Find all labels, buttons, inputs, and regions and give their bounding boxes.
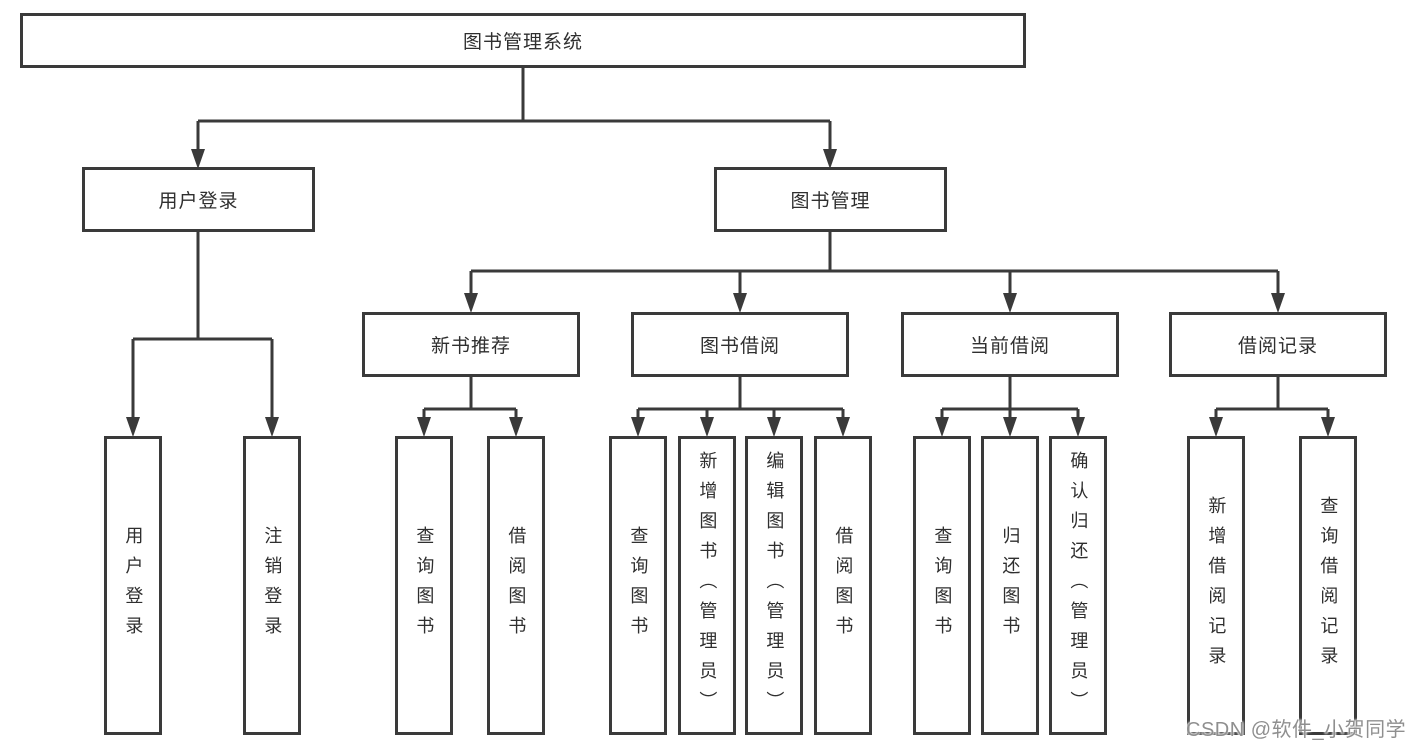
- leaf-label: 查询图书: [628, 525, 649, 646]
- node-borrowing-records: 借阅记录: [1169, 312, 1387, 377]
- node-new-book-recommendation: 新书推荐: [362, 312, 580, 377]
- leaf-query-books-current: 查询图书: [913, 436, 971, 735]
- leaf-label: 用户登录: [123, 525, 144, 646]
- leaf-label: 查询借阅记录: [1318, 495, 1339, 676]
- leaf-query-books-recommend: 查询图书: [395, 436, 453, 735]
- leaf-query-borrow-record: 查询借阅记录: [1299, 436, 1357, 735]
- csdn-watermark: CSDN @软件_小贺同学: [1186, 719, 1405, 741]
- node-book-borrowing: 图书借阅: [631, 312, 849, 377]
- leaf-confirm-return-admin: 确认归还（管理员）: [1049, 436, 1107, 735]
- leaf-borrow-books-borrowing: 借阅图书: [814, 436, 872, 735]
- leaf-edit-books-admin: 编辑图书（管理员）: [745, 436, 803, 735]
- node-book-management: 图书管理: [714, 167, 947, 232]
- node-user-login: 用户登录: [82, 167, 315, 232]
- leaf-borrow-books-recommend: 借阅图书: [487, 436, 545, 735]
- leaf-label: 注销登录: [262, 525, 283, 646]
- leaf-label: 编辑图书（管理员）: [764, 450, 785, 721]
- leaf-user-login: 用户登录: [104, 436, 162, 735]
- leaf-label: 借阅图书: [833, 525, 854, 646]
- leaf-label: 查询图书: [414, 525, 435, 646]
- leaf-logout: 注销登录: [243, 436, 301, 735]
- leaf-label: 新增借阅记录: [1206, 495, 1227, 676]
- leaf-label: 查询图书: [932, 525, 953, 646]
- leaf-label: 新增图书（管理员）: [697, 450, 718, 721]
- leaf-label: 确认归还（管理员）: [1068, 450, 1089, 721]
- leaf-label: 借阅图书: [506, 525, 527, 646]
- leaf-return-books: 归还图书: [981, 436, 1039, 735]
- node-current-borrowing: 当前借阅: [901, 312, 1119, 377]
- leaf-add-borrow-record: 新增借阅记录: [1187, 436, 1245, 735]
- leaf-add-books-admin: 新增图书（管理员）: [678, 436, 736, 735]
- leaf-query-books-borrowing: 查询图书: [609, 436, 667, 735]
- leaf-label: 归还图书: [1000, 525, 1021, 646]
- node-library-system: 图书管理系统: [20, 13, 1026, 68]
